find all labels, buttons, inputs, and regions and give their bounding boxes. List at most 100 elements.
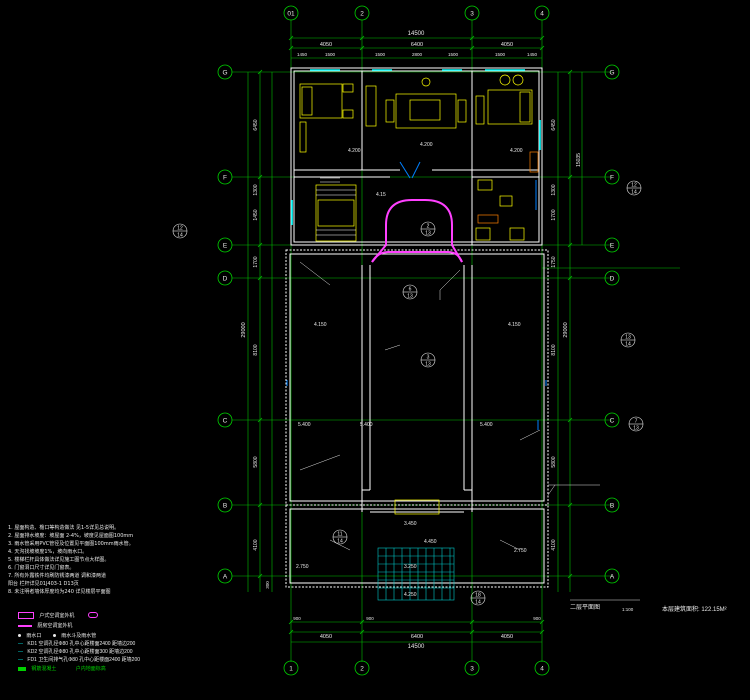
- note-line-7: 7. 所有外露铁件均刷防锈漆两道 调和漆两道: [8, 573, 106, 579]
- legend-green-1: 钢筋混凝土: [31, 666, 57, 672]
- oval-symbol-icon: [88, 612, 98, 618]
- svg-text:F: F: [610, 174, 614, 181]
- tick-h-0: [288, 35, 294, 41]
- note-line-4: 4. 天沟找坡坡度1%，坡向雨水口。: [8, 549, 88, 555]
- tick-l-2: [257, 242, 263, 248]
- fd1-icon: —: [18, 657, 23, 663]
- dim-bottom-seg-2: 6400: [411, 634, 423, 640]
- svg-text:11: 11: [337, 532, 342, 538]
- svg-text:E: E: [223, 242, 228, 249]
- dim-top-detail-2: 1500: [325, 52, 336, 57]
- elev-low-right: 2.750: [514, 548, 527, 554]
- detail-ref-2: 213: [420, 221, 436, 237]
- dim-top-overall: 14500: [408, 31, 425, 37]
- tick-h-7: [539, 45, 545, 51]
- tick-h-15: [539, 629, 545, 635]
- elev-stair: 4.15: [376, 192, 386, 198]
- tick-h-14: [469, 629, 475, 635]
- detail-ref-4: 313: [420, 352, 436, 368]
- svg-text:13: 13: [633, 426, 639, 432]
- tick-h-8: [288, 619, 294, 625]
- dim-left-seg-1: 6450: [253, 119, 259, 130]
- elev-bottom-mid: 5.400: [360, 422, 373, 428]
- stair-treads: [316, 177, 356, 236]
- walls: [285, 67, 549, 588]
- dim-top-detail-7: 1450: [527, 52, 538, 57]
- notes-list: 1. 屋面构造、檐口等构造做法 见1-5详见总说明。 2. 屋面排水坡度：坡屋面 …: [8, 524, 134, 596]
- svg-text:2: 2: [427, 224, 430, 230]
- axis-bubble-left-a: A: [217, 568, 233, 584]
- legend-row-3: [88, 612, 98, 618]
- dim-bottom-seg-3: 4050: [501, 634, 513, 640]
- dim-right-seg-7: 4100: [551, 539, 557, 550]
- svg-text:14: 14: [177, 233, 183, 239]
- note-line-2: 2. 屋面排水坡度：坡屋面 2-4%，坡度见屋面图100mm: [8, 533, 134, 539]
- furniture: [299, 74, 533, 515]
- tick-l-1: [257, 174, 263, 180]
- elev-mid-left: 4.150: [314, 322, 327, 328]
- tick-r-6: [567, 573, 573, 579]
- axis-bubble-bottom-4: 4: [534, 660, 550, 676]
- tick-l-0: [257, 69, 263, 75]
- dim-right-seg-4: 1750: [551, 256, 557, 267]
- green-hatch-icon: [18, 666, 26, 671]
- svg-text:13: 13: [407, 294, 413, 300]
- dim-right-overall: 29000: [563, 322, 569, 337]
- svg-text:7: 7: [635, 419, 638, 425]
- blue-markers: [286, 161, 547, 430]
- svg-text:13: 13: [625, 335, 631, 341]
- legend-row-5: — KD1 空调孔径Φ80 孔中心距楼面2400 距墙边200: [18, 640, 135, 647]
- drawing-scale: 1:100: [622, 607, 634, 612]
- tick-h-9: [359, 619, 365, 625]
- tick-h-13: [359, 629, 365, 635]
- svg-text:3: 3: [427, 355, 430, 361]
- axis-bubble-right-d: D: [604, 270, 620, 286]
- tick-h-5: [359, 45, 365, 51]
- tick-l-3: [257, 275, 263, 281]
- area-label: 本层建筑面积: 122.15M²: [662, 605, 727, 613]
- dim-right-seg-6: 5800: [551, 456, 557, 467]
- dim-bottom-detail-3: 900: [533, 616, 541, 621]
- note-line-9: 8. 未注明者墙体厚度均为240 详见楼层平面图: [8, 589, 111, 595]
- dim-bottom-detail-1: 900: [293, 616, 301, 621]
- detail-ref-7: 713: [628, 416, 644, 432]
- tick-h-10: [469, 619, 475, 625]
- axis-bubble-right-f: F: [604, 169, 620, 185]
- dim-left-seg-6: 5800: [253, 456, 259, 467]
- axis-bubble-top-3: 3: [464, 5, 480, 21]
- svg-text:D: D: [223, 275, 228, 282]
- elev-bottom-right: 5.400: [480, 422, 493, 428]
- svg-text:4: 4: [540, 665, 544, 672]
- svg-text:14: 14: [625, 342, 631, 348]
- kd1-icon: —: [18, 641, 23, 647]
- note-line-3: 3. 雨水管采用PVC管径及位置见平面图100mm雨水管。: [8, 541, 134, 547]
- svg-text:3: 3: [470, 665, 474, 672]
- tick-h-11: [539, 619, 545, 625]
- note-line-5: 5. 楼梯栏杆具体做法详见施工图节点大样图。: [8, 557, 110, 563]
- legend-kd1: KD1 空调孔径Φ80 孔中心距楼面2400 距墙边200: [27, 641, 136, 647]
- svg-text:12: 12: [631, 183, 637, 189]
- note-line-8: 阳台 栏杆详见01J403-1 D13页: [8, 581, 79, 587]
- dim-left-seg-4: 1700: [253, 256, 259, 267]
- svg-text:C: C: [223, 417, 228, 424]
- dim-bottom-overall: 14500: [408, 644, 425, 650]
- elev-gate: 3.450: [404, 521, 417, 527]
- elev-bottom-left: 5.400: [298, 422, 311, 428]
- axis-bubble-bottom-2: 2: [354, 660, 370, 676]
- svg-text:C: C: [610, 417, 615, 424]
- legend-label-4: 雨水斗及雨水管: [61, 633, 97, 639]
- elev-bed-right: 4.200: [510, 148, 523, 154]
- svg-text:18: 18: [475, 593, 481, 599]
- note-line-1: 1. 屋面构造、檐口等构造做法 见1-5详见总说明。: [8, 525, 120, 531]
- axis-bubble-right-b: B: [604, 497, 620, 513]
- tick-h-6: [469, 45, 475, 51]
- svg-text:2: 2: [360, 665, 364, 672]
- legend-row-7: — FD1 卫生间排气孔Φ80 孔中心距楼面2400 距墙200: [18, 656, 140, 663]
- svg-text:13: 13: [425, 231, 431, 237]
- legend-label-2: 厨房空调室外机: [37, 623, 73, 629]
- svg-text:14: 14: [631, 190, 637, 196]
